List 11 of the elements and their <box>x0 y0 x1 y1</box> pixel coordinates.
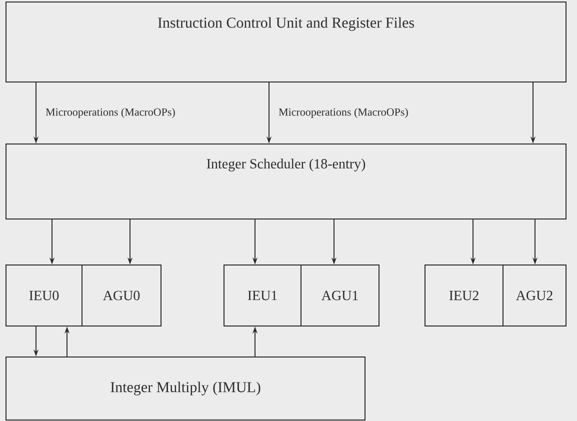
edge-label: Microoperations (MacroOPs) <box>46 108 175 118</box>
unit-box: IEU1 <box>224 264 302 326</box>
edge-label: Microoperations (MacroOPs) <box>278 108 408 118</box>
unit-box: IEU2 <box>424 264 504 326</box>
unit-box: AGU1 <box>300 264 380 326</box>
unit-box: AGU2 <box>502 264 566 326</box>
multiplier-box: Integer Multiply (IMUL) <box>6 356 366 420</box>
unit-box: IEU0 <box>6 264 82 326</box>
unit-box: Instruction Control Unit and Register Files <box>6 2 566 82</box>
scheduler-box: Integer Scheduler (18-entry) <box>6 144 566 220</box>
unit-box: AGU0 <box>82 264 162 326</box>
